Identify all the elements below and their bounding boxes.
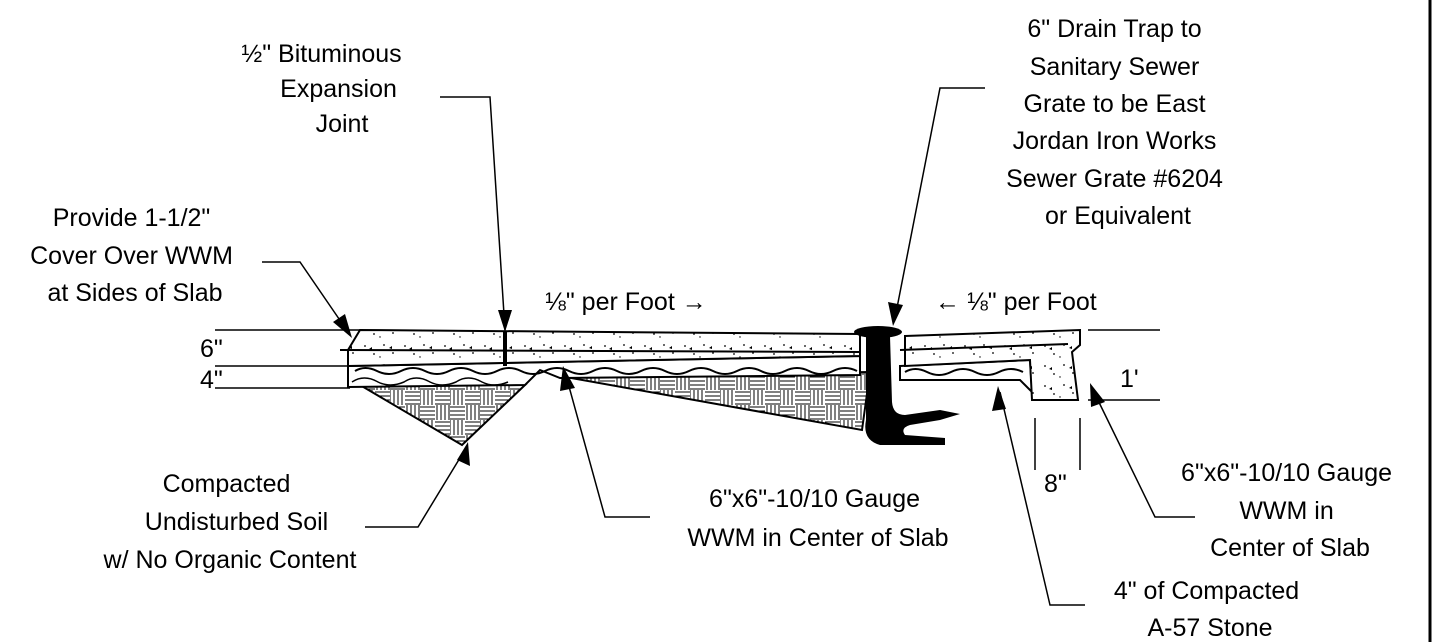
expansion-joint-label: ½" Bituminous Expansion Joint [241,40,408,138]
soil-label: Compacted Undisturbed Soil w/ No Organic… [103,470,357,574]
drain-trap-label: 6" Drain Trap to Sanitary Sewer Grate to… [1006,15,1230,230]
slab-depth-dimension: 6" [200,335,223,363]
stone-label: 4" of Compacted A-57 Stone [1114,577,1306,642]
drain-trap [854,326,960,445]
wwm-center-label: 6"x6"-10/10 Gauge WWM in Center of Slab [687,485,948,552]
slope-right-label: ← ⅛" per Foot [935,288,1097,316]
stone-depth-dimension: 4" [200,366,223,394]
slope-left-label: ⅛" per Foot → [545,288,707,316]
cover-label: Provide 1-1/2" Cover Over WWM at Sides o… [30,204,240,307]
leader-lines [262,87,1195,606]
edge-depth-dimension: 1' [1120,365,1139,393]
wwm-right-label: 6"x6"-10/10 Gauge WWM in Center of Slab [1181,459,1399,562]
edge-width-dimension: 8" [1044,470,1067,498]
concrete-slab [215,328,1081,401]
dimension-lines [215,329,1160,470]
